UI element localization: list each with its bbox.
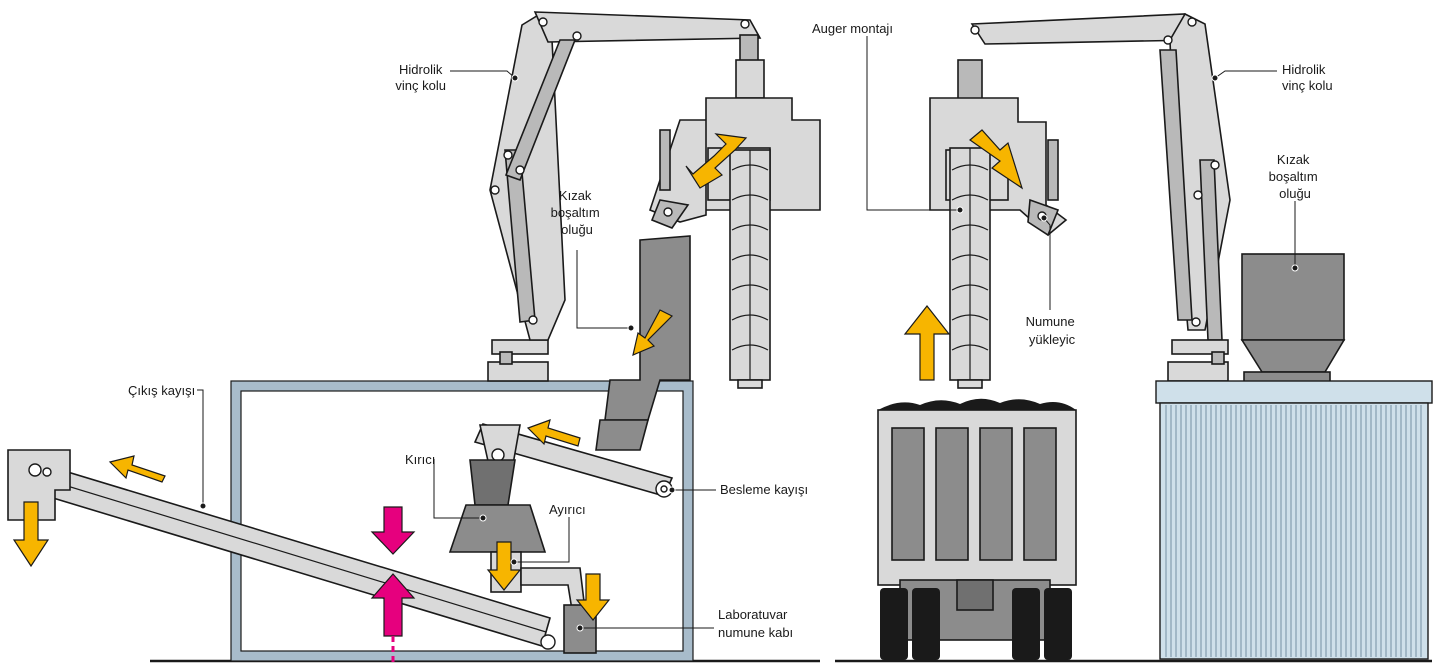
flow-arrows [12,129,1024,621]
coal-wagon [877,398,1077,660]
label-crusher: Kırıcı [405,452,435,467]
sampling-point-arrows [370,506,416,666]
outlet-belt [7,449,556,650]
arrow-chute-left [632,309,674,357]
arrow-feed-belt [526,419,581,447]
label-lab-container: Laboratuvar numune kabı [718,607,793,640]
right-hydraulic-crane [970,12,1231,382]
label-outlet-belt: Çıkış kayışı [128,383,195,398]
feed-belt [473,423,674,498]
label-sample-loader: Numune yükleyic [1026,314,1079,347]
label-feed-belt: Besleme kayışı [720,482,808,497]
label-right-crane: Hidrolik vinç kolu [1282,62,1333,93]
arrow-lab-down [575,573,611,621]
left-chute [595,235,691,451]
crusher [448,459,547,553]
support-frame [230,380,694,662]
arrow-outlet-down [12,501,50,568]
arrow-auger-right [969,129,1024,190]
label-left-crane: Hidrolik vinç kolu [395,62,446,93]
arrow-auger-left [685,133,748,189]
left-auger-head [649,97,821,389]
ribbed-storage-container [1155,380,1433,660]
leader-lines [197,36,1299,632]
label-auger: Auger montajı [812,21,893,36]
arrow-sampling-down [370,506,416,555]
left-hydraulic-crane [487,11,765,382]
label-splitter: Ayırıcı [549,502,586,517]
label-left-chute: Kızak boşaltım oluğu [551,188,604,237]
right-chute-bin [1240,253,1346,383]
arrow-splitter-down [486,541,522,591]
arrow-sampling-up [370,573,416,637]
arrow-outlet-belt [108,455,166,483]
label-right-chute: Kızak boşaltım oluğu [1269,152,1322,201]
arrow-up-wagon [903,305,951,381]
